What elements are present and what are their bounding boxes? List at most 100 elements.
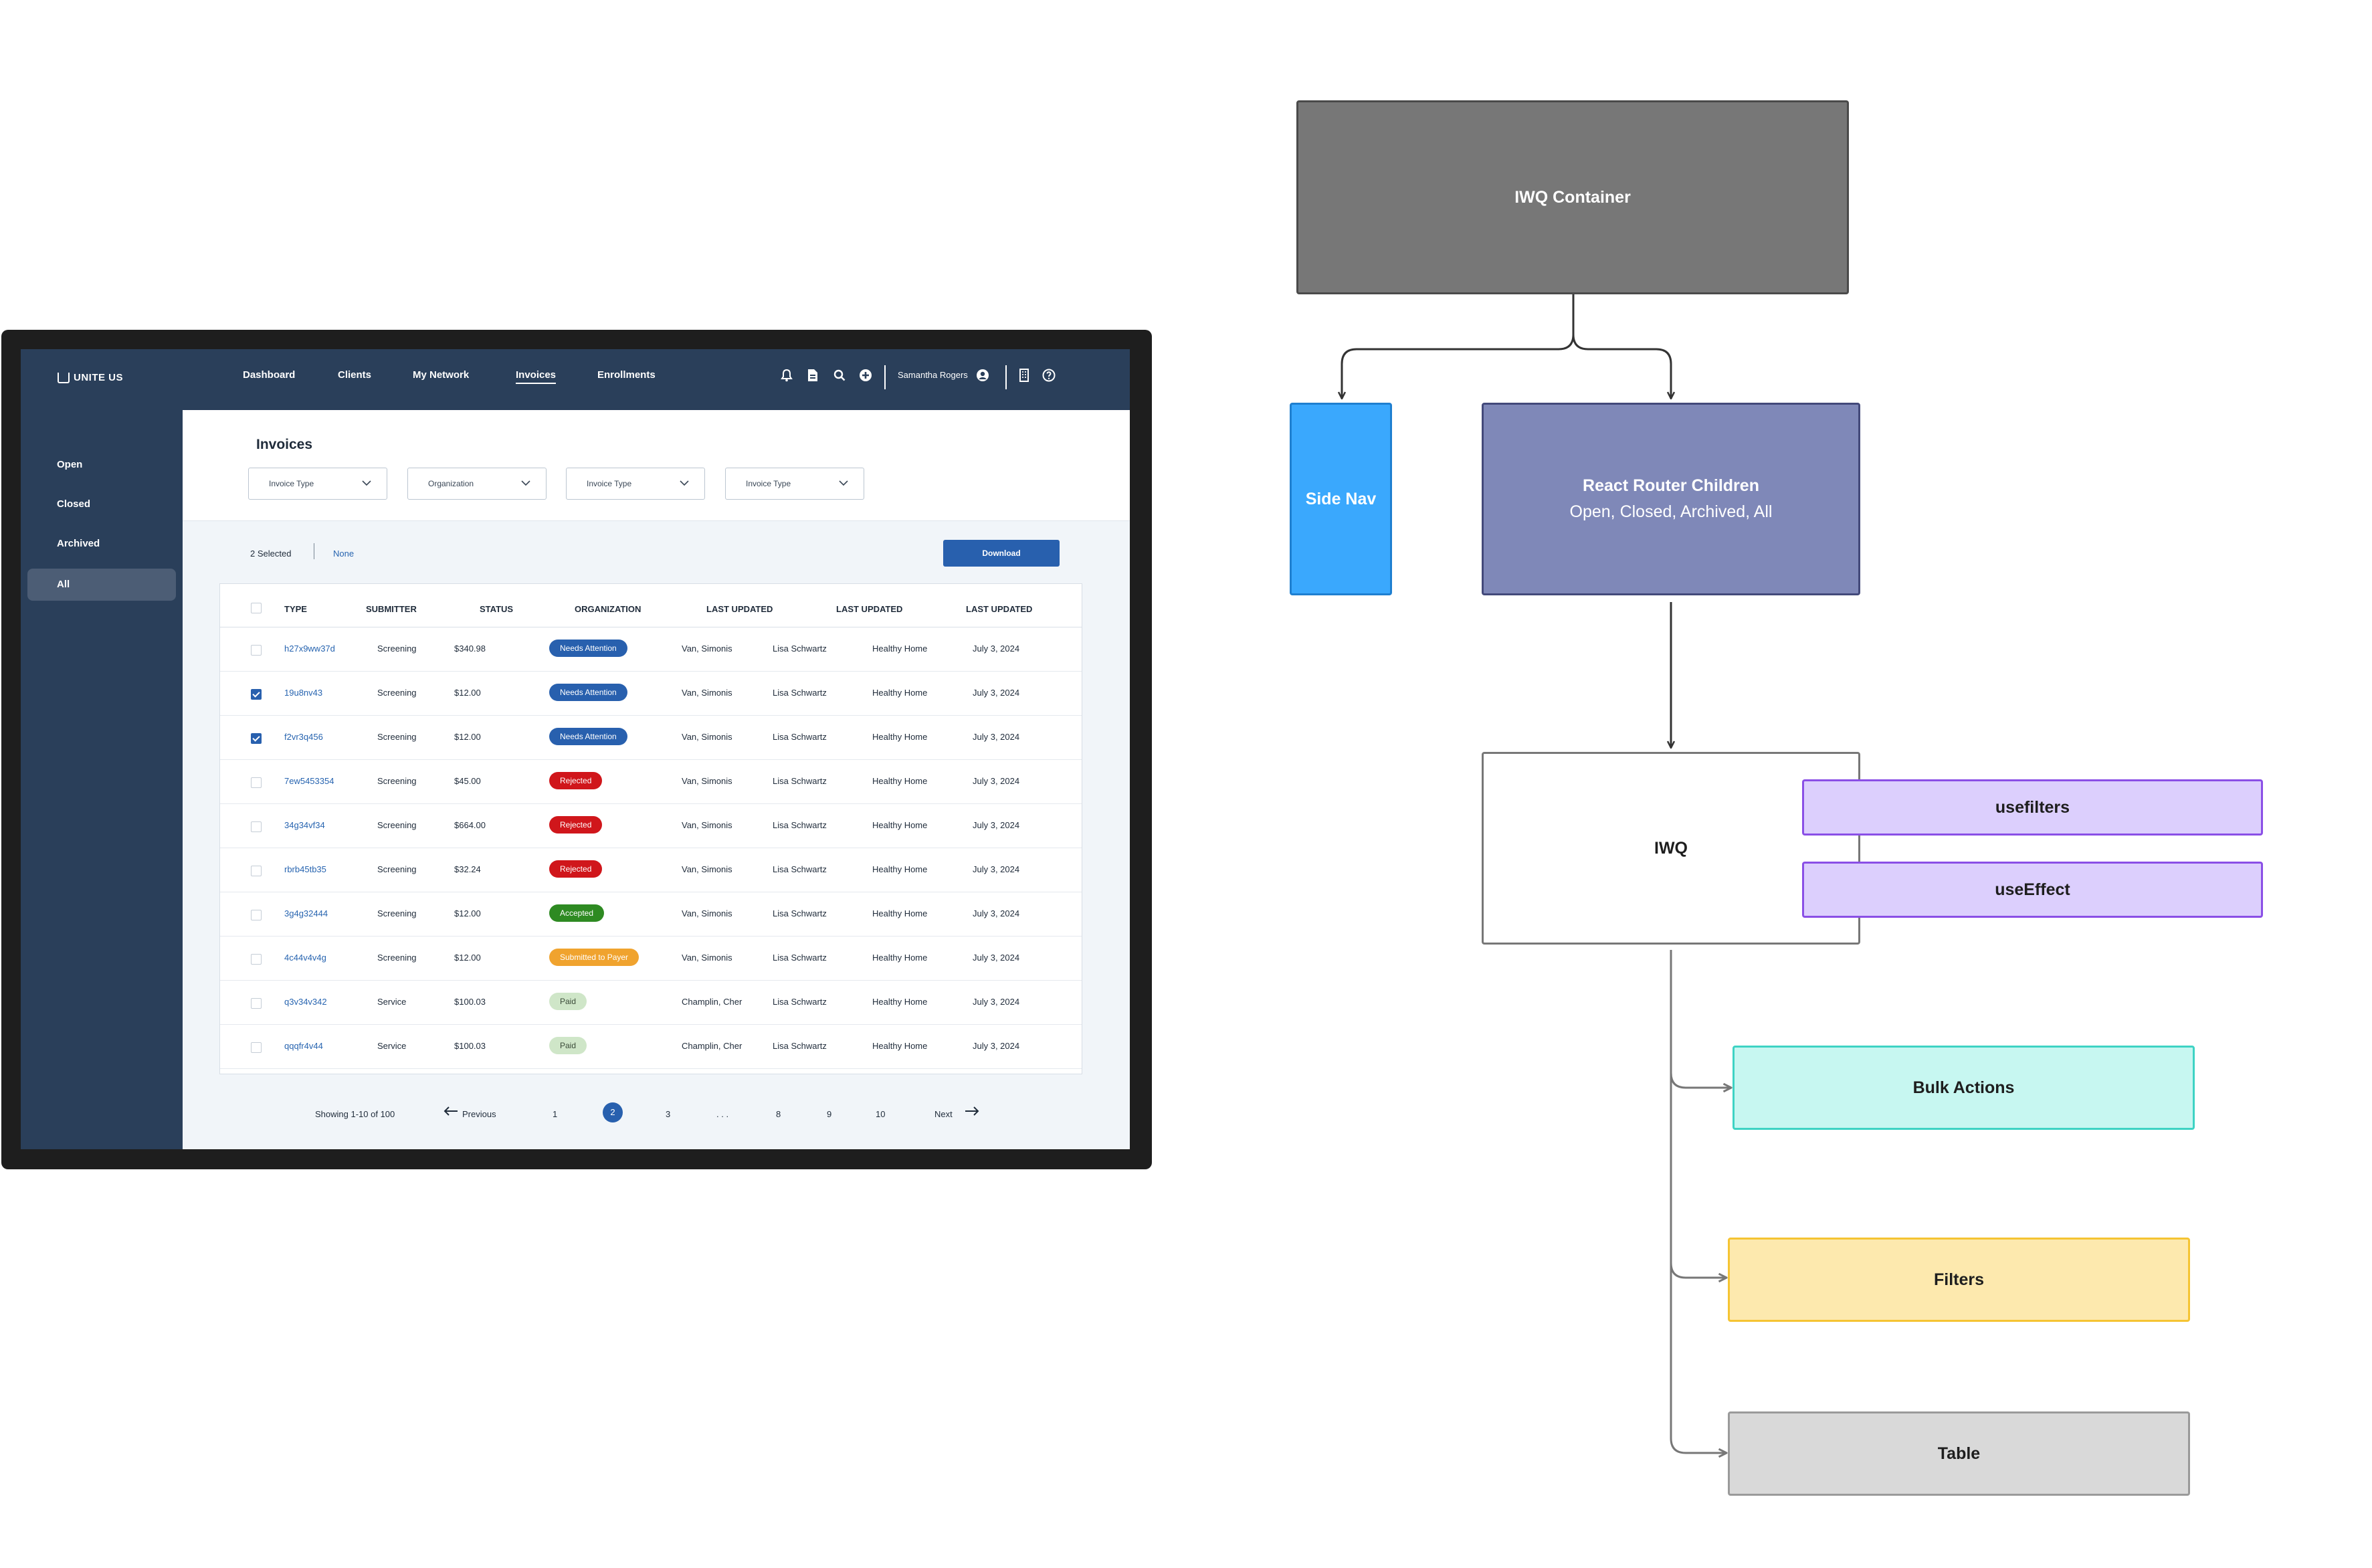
select-all-checkbox[interactable] — [251, 603, 262, 613]
node-label: IWQ Container — [1514, 187, 1631, 207]
invoice-amount: $100.03 — [454, 1041, 486, 1051]
row-checkbox[interactable] — [251, 645, 262, 656]
bell-icon[interactable] — [779, 368, 794, 383]
user-name[interactable]: Samantha Rogers — [898, 370, 968, 380]
invoice-amount: $100.03 — [454, 997, 486, 1007]
column-header[interactable]: ORGANIZATION — [575, 604, 641, 614]
selected-count: 2 Selected — [250, 549, 292, 559]
last-updated-date: July 3, 2024 — [973, 820, 1020, 830]
invoice-id-link[interactable]: q3v34v342 — [284, 997, 327, 1007]
invoice-amount: $12.00 — [454, 688, 481, 698]
contact-name: Lisa Schwartz — [773, 908, 827, 918]
nav-dashboard[interactable]: Dashboard — [243, 369, 296, 381]
select-none-link[interactable]: None — [333, 549, 355, 559]
status-badge: Paid — [549, 993, 587, 1010]
previous-page-button[interactable]: Previous — [462, 1109, 496, 1119]
status-badge: Accepted — [549, 904, 605, 922]
column-header[interactable]: LAST UPDATED — [706, 604, 773, 614]
nav-invoices[interactable]: Invoices — [516, 369, 557, 384]
invoice-id-link[interactable]: h27x9ww37d — [284, 644, 335, 654]
sidebar-item-open[interactable]: Open — [57, 459, 83, 470]
page-2-button[interactable]: 2 — [603, 1102, 623, 1122]
sidebar-item-archived[interactable]: Archived — [57, 538, 100, 549]
filter-invoice-type[interactable]: Invoice Type — [566, 468, 705, 500]
invoice-id-link[interactable]: 3g4g32444 — [284, 908, 328, 918]
user-circle-icon[interactable] — [975, 368, 990, 383]
column-header[interactable]: STATUS — [480, 604, 514, 614]
download-button[interactable]: Download — [943, 540, 1060, 567]
row-checkbox[interactable] — [251, 733, 262, 744]
submitter-name: Van, Simonis — [682, 644, 732, 654]
plus-circle-icon[interactable] — [858, 368, 873, 383]
top-navigation-bar: UNITE US Dashboard Clients My Network In… — [21, 349, 1130, 410]
invoice-amount: $32.24 — [454, 864, 481, 874]
invoice-id-link[interactable]: qqqfr4v44 — [284, 1041, 323, 1051]
filter-invoice-type[interactable]: Invoice Type — [725, 468, 864, 500]
filter-label: Organization — [428, 479, 474, 488]
row-checkbox[interactable] — [251, 954, 262, 965]
pagination-ellipsis: . . . — [716, 1109, 729, 1119]
search-icon[interactable] — [832, 368, 847, 383]
row-checkbox[interactable] — [251, 998, 262, 1009]
nav-clients[interactable]: Clients — [338, 369, 372, 381]
row-checkbox[interactable] — [251, 777, 262, 788]
sidebar-item-closed[interactable]: Closed — [57, 498, 91, 510]
filter-organization[interactable]: Organization — [407, 468, 547, 500]
page-8-button[interactable]: 8 — [776, 1109, 781, 1119]
nav-enrollments[interactable]: Enrollments — [597, 369, 656, 381]
arrow-right-icon[interactable] — [965, 1106, 979, 1118]
filter-label: Invoice Type — [269, 479, 314, 488]
row-checkbox[interactable] — [251, 866, 262, 876]
invoice-id-link[interactable]: 7ew5453354 — [284, 776, 334, 786]
page-10-button[interactable]: 10 — [876, 1109, 886, 1119]
row-checkbox[interactable] — [251, 689, 262, 700]
node-label: IWQ — [1654, 838, 1688, 858]
row-checkbox[interactable] — [251, 821, 262, 832]
filter-invoice-type[interactable]: Invoice Type — [248, 468, 387, 500]
submitter-name: Van, Simonis — [682, 776, 732, 786]
column-header[interactable]: LAST UPDATED — [966, 604, 1033, 614]
column-header[interactable]: LAST UPDATED — [836, 604, 903, 614]
page-3-button[interactable]: 3 — [666, 1109, 671, 1119]
document-icon[interactable] — [805, 368, 820, 383]
invoice-type: Service — [377, 997, 407, 1007]
invoice-type: Screening — [377, 953, 417, 963]
page-9-button[interactable]: 9 — [827, 1109, 832, 1119]
page-1-button[interactable]: 1 — [553, 1109, 558, 1119]
building-icon[interactable] — [1017, 368, 1031, 383]
brand-logo[interactable]: UNITE US — [58, 372, 123, 383]
status-badge: Rejected — [549, 816, 603, 834]
status-badge: Paid — [549, 1037, 587, 1054]
invoice-id-link[interactable]: rbrb45tb35 — [284, 864, 326, 874]
arrow-left-icon[interactable] — [443, 1106, 458, 1118]
invoice-id-link[interactable]: 34g34vf34 — [284, 820, 325, 830]
row-checkbox[interactable] — [251, 910, 262, 920]
chevron-down-icon — [680, 480, 689, 486]
connector-to-bulk-actions — [1670, 1072, 1731, 1088]
invoice-id-link[interactable]: 19u8nv43 — [284, 688, 323, 698]
column-header[interactable]: SUBMITTER — [366, 604, 417, 614]
last-updated-date: July 3, 2024 — [973, 644, 1020, 654]
sidebar-item-all[interactable]: All — [27, 569, 176, 601]
help-icon[interactable] — [1042, 368, 1056, 383]
invoice-id-link[interactable]: f2vr3q456 — [284, 732, 323, 742]
row-checkbox[interactable] — [251, 1042, 262, 1053]
nav-my-network[interactable]: My Network — [413, 369, 470, 381]
next-page-button[interactable]: Next — [934, 1109, 953, 1119]
organization-name: Healthy Home — [872, 953, 928, 963]
node-label: Side Nav — [1305, 489, 1377, 508]
useeffect-node: useEffect — [1802, 862, 2263, 918]
last-updated-date: July 3, 2024 — [973, 776, 1020, 786]
column-header[interactable]: TYPE — [284, 604, 307, 614]
invoice-id-link[interactable]: 4c44v4v4g — [284, 953, 326, 963]
